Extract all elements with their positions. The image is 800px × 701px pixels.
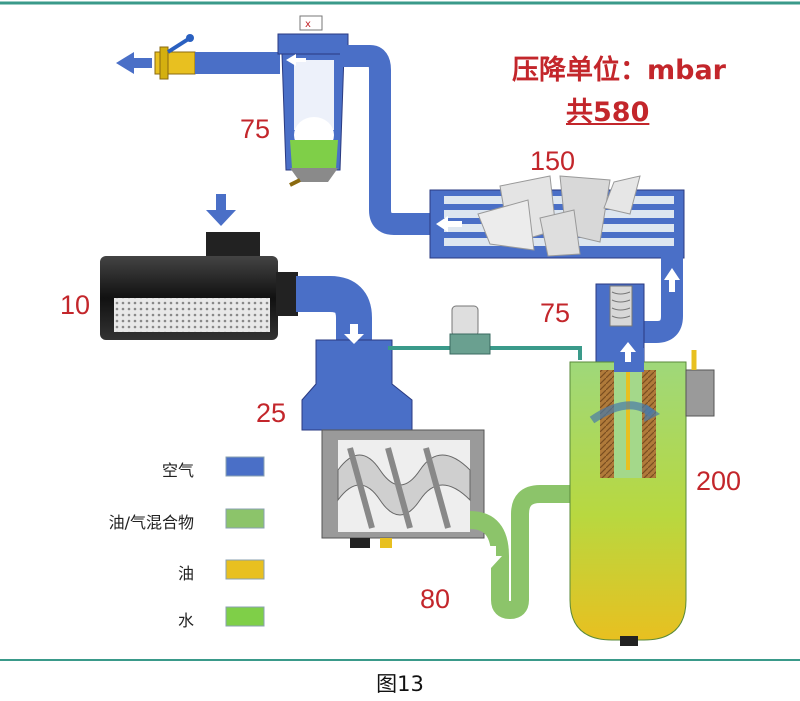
solenoid-valve — [449, 305, 491, 355]
control-line — [388, 346, 582, 360]
flow-arrow-valve — [620, 342, 636, 362]
screw-compressor — [321, 429, 485, 548]
cooler — [429, 175, 685, 259]
separator-side-fitting — [685, 350, 715, 417]
legend-swatch-water — [225, 606, 265, 627]
outlet-valve — [154, 34, 196, 80]
pipe-oil-return — [469, 485, 572, 620]
legend-swatch-oil — [225, 559, 265, 580]
flow-arrow-riser — [664, 268, 680, 292]
label-fine-filter: 75 — [240, 114, 271, 144]
intake-valve — [301, 339, 413, 431]
intake-arrow — [206, 194, 236, 226]
separator-tank — [569, 348, 687, 646]
legend-swatch-mix — [225, 508, 265, 529]
unit-title: 压降单位：mbar — [512, 55, 726, 86]
total-title: 共580 — [566, 97, 650, 128]
legend-label-air: 空气 — [161, 461, 194, 480]
fine-filter: x — [277, 15, 349, 187]
label-air-filter: 10 — [60, 290, 91, 320]
label-cooler: 150 — [530, 146, 576, 176]
pipe-cooler-to-valve — [636, 256, 683, 343]
svg-text:x: x — [305, 19, 311, 30]
label-oil-return: 80 — [420, 584, 451, 614]
pipe-outlet — [195, 52, 280, 74]
label-separator: 200 — [696, 466, 742, 496]
return-arrow — [480, 546, 502, 568]
figure-caption: 图13 — [376, 672, 424, 696]
pipe-intake — [296, 276, 372, 360]
outlet-arrow — [116, 52, 152, 74]
legend-swatch-air — [225, 456, 265, 477]
legend-label-mix: 油/气混合物 — [108, 513, 194, 532]
flow-arrow-filter — [286, 54, 306, 66]
flow-arrow-cooler — [436, 216, 462, 232]
flow-arrow-intake — [344, 324, 364, 344]
pipe-filter-to-cooler — [340, 45, 432, 235]
air-filter — [100, 232, 298, 340]
label-min-pressure-valve: 75 — [540, 298, 571, 328]
label-intake-valve: 25 — [256, 398, 287, 428]
legend-label-water: 水 — [177, 611, 194, 630]
legend-label-oil: 油 — [177, 564, 194, 583]
